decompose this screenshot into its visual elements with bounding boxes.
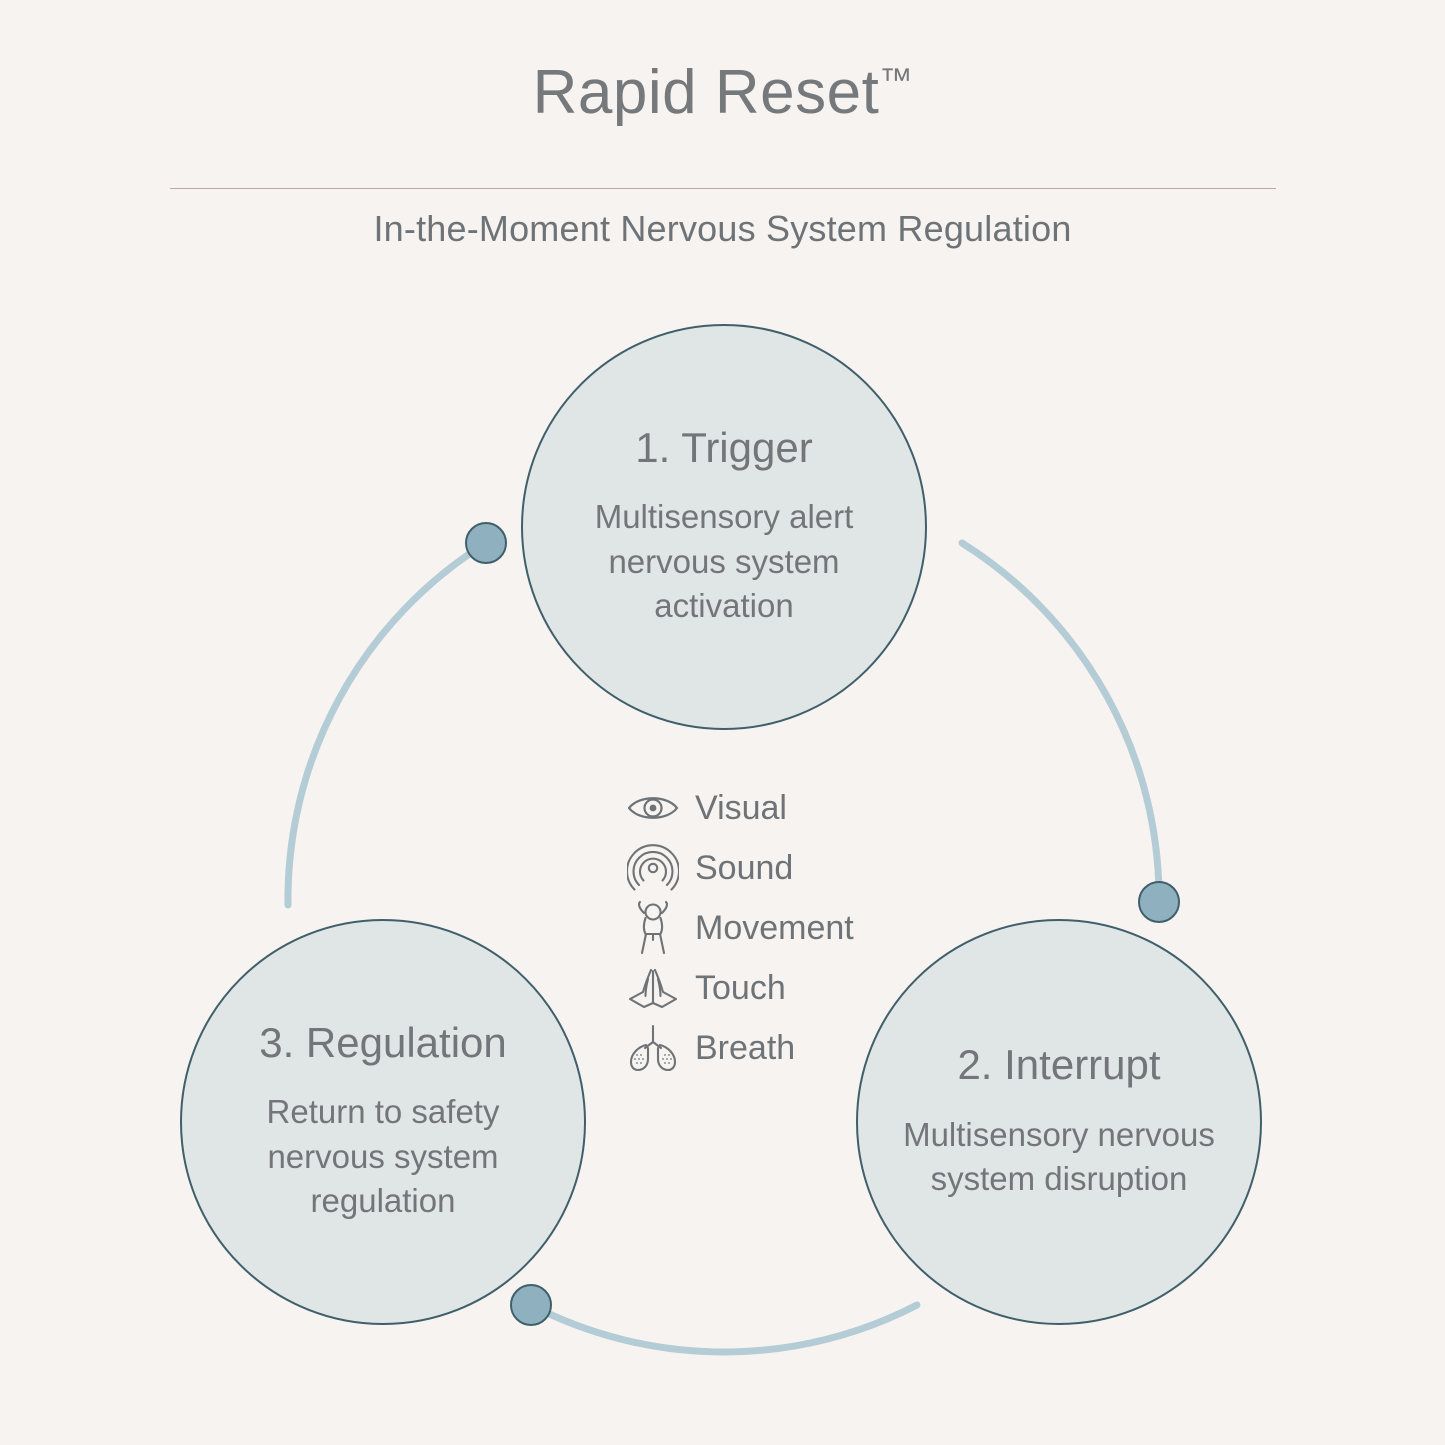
sound-waves-icon [625,840,681,896]
node-title: 1. Trigger [635,424,813,472]
node-description: Return to safety nervous system regulati… [266,1093,500,1220]
arc-interrupt-to-regulation [527,1301,921,1356]
legend-item-breath: Breath [625,1018,945,1078]
cycle-node-trigger[interactable]: 1. Trigger Multisensory alert nervous sy… [521,324,927,730]
legend-label: Touch [695,968,786,1007]
page-subtitle: In-the-Moment Nervous System Regulation [373,208,1072,249]
praying-hands-icon [625,960,681,1016]
connector-dot-trigger-to-interrupt [1138,881,1180,923]
lungs-icon [625,1020,681,1076]
connector-dot-regulation-to-trigger [465,522,507,564]
node-title: 2. Interrupt [957,1041,1161,1089]
eye-icon [625,780,681,836]
person-stretching-icon [625,900,681,956]
node-title: 3. Regulation [259,1019,507,1067]
legend-item-movement: Movement [625,898,945,958]
legend-label: Breath [695,1028,796,1067]
arc-regulation-to-trigger [284,539,490,909]
arc-trigger-to-interrupt [958,539,1163,906]
legend-label: Visual [695,788,787,827]
connector-dot-interrupt-to-regulation [510,1284,552,1326]
header-divider [170,188,1276,189]
node-description: Multisensory nervous system disruption [903,1115,1215,1198]
trademark-symbol: ™ [879,61,913,98]
title-text: Rapid Reset [532,58,880,127]
legend-label: Sound [695,848,794,887]
legend-label: Movement [695,908,854,947]
legend-item-sound: Sound [625,838,945,898]
legend-item-touch: Touch [625,958,945,1018]
node-description: Multisensory alert nervous system activa… [594,498,854,625]
page-title: Rapid Reset™ [0,62,1445,124]
legend-item-visual: Visual [625,778,945,838]
cycle-node-regulation[interactable]: 3. Regulation Return to safety nervous s… [180,919,586,1325]
cycle-node-interrupt[interactable]: 2. Interrupt Multisensory nervous system… [856,919,1262,1325]
sensory-modalities-legend: Visual Sound [625,778,945,1078]
